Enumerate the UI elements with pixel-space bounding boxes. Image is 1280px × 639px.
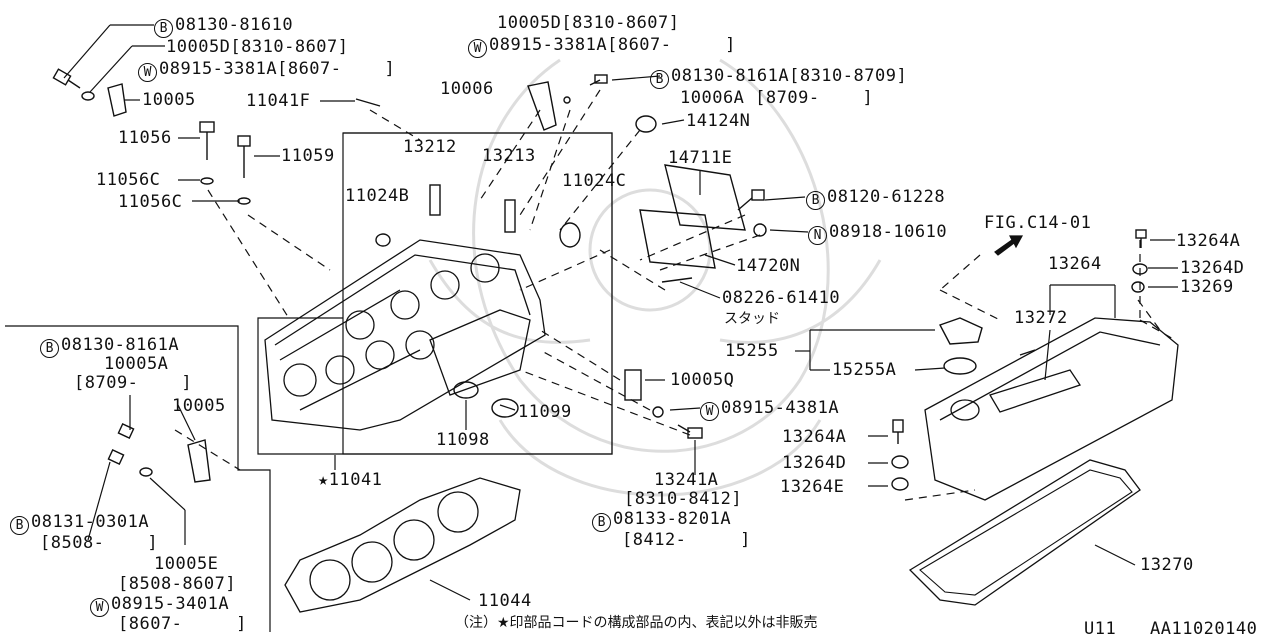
- bolt-b-icon: B: [592, 513, 611, 532]
- nut-n-icon: N: [808, 226, 827, 245]
- label-14720n: 14720N: [736, 256, 801, 276]
- left-panel-border: [5, 325, 271, 632]
- label-15255: 15255: [725, 341, 779, 361]
- head-gasket-illustration: [284, 477, 521, 613]
- label-11099: 11099: [518, 402, 572, 422]
- label-13269: 13269: [1180, 277, 1234, 297]
- bolt-hardware: [52, 68, 1148, 491]
- label-13272: 13272: [1014, 308, 1068, 328]
- model-code: U11: [1084, 619, 1117, 639]
- washer-w-icon: W: [700, 402, 719, 421]
- label-11056: 11056: [118, 128, 172, 148]
- label-11041f: 11041F: [246, 91, 311, 111]
- washer-w-icon: W: [90, 598, 109, 617]
- bolt-b-icon: B: [10, 516, 29, 535]
- bolt-b-icon: B: [806, 191, 825, 210]
- label-stud: スタッド: [724, 311, 780, 327]
- label-13264a-mid: 13264A: [782, 427, 847, 447]
- label-13264d-right: 13264D: [1180, 258, 1245, 278]
- valve-cover-illustration: [924, 317, 1179, 501]
- label-11059: 11059: [281, 146, 335, 166]
- label-10006a: 10006A [8709- ]: [680, 88, 874, 108]
- diagram-code: AA11020140: [1150, 619, 1258, 639]
- label-13264a-right: 13264A: [1176, 231, 1241, 251]
- label-11024b: 11024B: [345, 186, 410, 206]
- label-10005d-top: 10005D[8310-8607]: [166, 37, 349, 57]
- label-13241a-range: [8310-8412]: [624, 489, 743, 509]
- label-13264e: 13264E: [780, 477, 845, 497]
- label-11098: 11098: [436, 430, 490, 450]
- label-10005-top: 10005: [142, 90, 196, 110]
- label-11056c-b: 11056C: [118, 192, 183, 212]
- label-10006: 10006: [440, 79, 494, 99]
- bolt-b-icon: B: [154, 19, 173, 38]
- fig-ref-arrow: [994, 235, 1024, 256]
- cover-gasket-illustration: [908, 459, 1141, 606]
- label-13241a: 13241A: [654, 470, 719, 490]
- label-13213: 13213: [482, 146, 536, 166]
- label-10005-left: 10005: [172, 396, 226, 416]
- label-10005d-center: 10005D[8310-8607]: [497, 13, 680, 33]
- cylinder-head-illustration: [264, 239, 546, 431]
- label-11056c-a: 11056C: [96, 170, 161, 190]
- label-10005e-range: [8508-8607]: [118, 574, 237, 594]
- label-11041: ★11041: [318, 470, 383, 490]
- label-10005q: 10005Q: [670, 370, 735, 390]
- label-13264: 13264: [1048, 254, 1102, 274]
- fig-reference: FIG.C14-01: [984, 213, 1092, 233]
- bolt-b-icon: B: [40, 339, 59, 358]
- washer-w-icon: W: [138, 63, 157, 82]
- bolt-b-icon: B: [650, 70, 669, 89]
- label-08915-3401a-range: [8607- ]: [118, 614, 247, 634]
- label-10005e: 10005E: [154, 554, 219, 574]
- label-11044: 11044: [478, 591, 532, 611]
- label-08226-61410: 08226-61410: [722, 288, 841, 308]
- footnote: （注）★印部品コードの構成部品の内、表記以外は非販売: [455, 615, 818, 631]
- label-11024c: 11024C: [562, 171, 627, 191]
- label-10005a: 10005A: [104, 354, 169, 374]
- label-13270: 13270: [1140, 555, 1194, 575]
- label-08133-range: [8412- ]: [622, 530, 751, 550]
- cylinder-head-frame: [257, 132, 613, 455]
- washer-w-icon: W: [468, 39, 487, 58]
- label-14711e: 14711E: [668, 148, 733, 168]
- label-13264d-mid: 13264D: [782, 453, 847, 473]
- label-15255a: 15255A: [832, 360, 897, 380]
- label-13212: 13212: [403, 137, 457, 157]
- label-08131-range: [8508- ]: [40, 533, 159, 553]
- label-10005a-range: [8709- ]: [74, 373, 193, 393]
- label-14124n: 14124N: [686, 111, 751, 131]
